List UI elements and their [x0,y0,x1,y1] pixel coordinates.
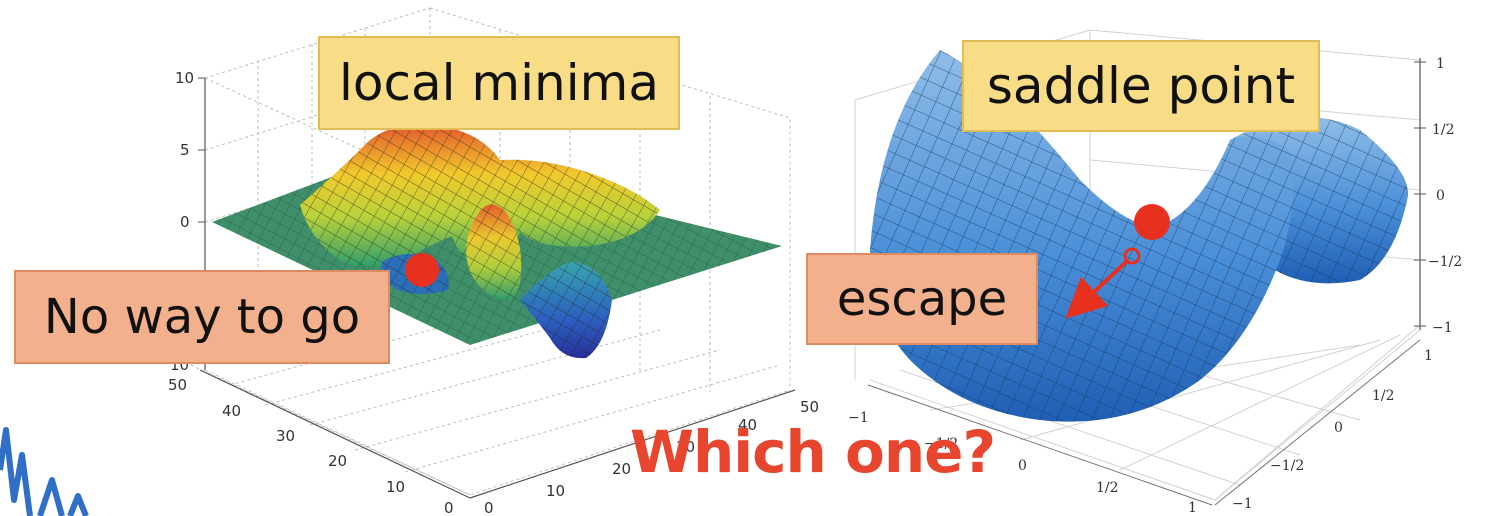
right-z-tick: 1/2 [1432,122,1455,138]
saddle-point-callout: saddle point [962,40,1320,132]
left-x-tick: 10 [546,482,565,500]
right-y-tick: 1 [1424,348,1433,364]
left-x-axis: 0 10 20 30 40 50 [469,389,819,516]
left-y-tick: 10 [386,478,405,496]
left-x-tick: 0 [484,499,494,516]
right-z-tick: −1 [1432,320,1453,336]
right-y-tick: −1/2 [1270,458,1304,474]
left-y-tick: 0 [444,499,454,516]
local-minima-callout: local minima [318,36,680,130]
right-x-tick: 1/2 [1096,480,1119,496]
left-z-tick: 5 [180,141,190,159]
escape-arrow-icon [1065,247,1141,319]
escape-callout: escape [806,253,1038,345]
left-y-tick: 50 [168,376,187,394]
left-y-tick: 40 [222,402,241,420]
no-way-to-go-callout: No way to go [14,270,390,364]
right-y-tick: 0 [1334,420,1343,436]
left-plot: 10 5 0 10 50 40 30 20 10 0 0 10 20 30 40… [168,7,819,516]
right-z-tick: 1 [1436,56,1445,72]
question-heading: Which one? [630,418,996,486]
right-y-axis: 1 1/2 0 −1/2 −1 [1214,339,1433,512]
right-z-tick: −1/2 [1428,254,1462,270]
left-x-tick: 30 [676,438,695,456]
left-z-tick: 10 [175,69,194,87]
left-x-tick: 50 [800,398,819,416]
waveform-logo [0,427,89,516]
left-y-tick: 30 [276,427,295,445]
left-y-tick: 20 [328,452,347,470]
left-z-tick: 0 [180,213,190,231]
right-z-tick: 0 [1436,188,1445,204]
local-minimum-marker [405,253,439,287]
left-x-tick: 40 [738,416,757,434]
right-x-tick: 1 [1188,500,1197,516]
left-y-axis: 50 40 30 20 10 0 [168,369,471,516]
right-y-tick: 1/2 [1372,388,1395,404]
right-x-tick: 0 [1018,458,1027,474]
saddle-point-marker [1134,204,1170,240]
right-x-tick: −1 [848,410,869,426]
right-y-tick: −1 [1232,496,1253,512]
right-x-axis: −1 −1/2 0 1/2 1 [848,384,1213,516]
right-x-tick: −1/2 [924,436,958,452]
right-z-axis: 1 1/2 0 −1/2 −1 [1414,56,1462,336]
left-x-tick: 20 [612,460,631,478]
